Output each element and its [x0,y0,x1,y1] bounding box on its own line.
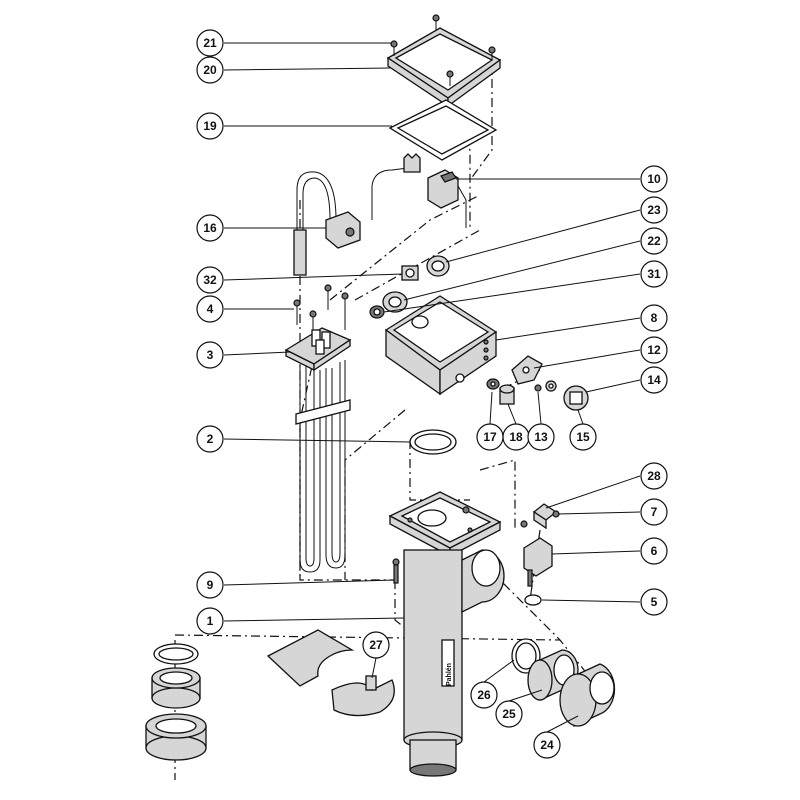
union-tailpiece [527,649,579,702]
svg-text:6: 6 [651,544,658,558]
callout: 9 [196,571,224,599]
flow-switch-seal [524,594,542,606]
flow-switch-screw [520,510,560,528]
control-knob [563,385,589,411]
callout: 27 [362,631,390,659]
thermostat-probe [293,171,361,276]
element-screw [293,284,349,330]
cable-gland-nut [426,255,450,277]
svg-text:17: 17 [483,430,497,444]
indicator-lamp [499,384,515,405]
union-nut [559,663,616,728]
callout: 2 [196,425,224,453]
drain-screw [392,558,400,584]
callout: 32 [196,266,224,294]
indicator-lamp-ring [486,378,500,390]
svg-text:24: 24 [540,738,554,752]
svg-text:28: 28 [647,469,661,483]
callout: 21 [196,29,224,57]
callout: 4 [196,295,224,323]
cable-gland-seal [369,305,385,319]
washer [545,380,557,392]
mounting-bracket [266,629,395,717]
svg-text:27: 27 [369,638,383,652]
svg-text:3: 3 [207,348,214,362]
callout: 6 [640,537,668,565]
callout: 17 [476,423,504,451]
callout: 14 [640,366,668,394]
svg-text:31: 31 [647,267,661,281]
svg-text:8: 8 [651,311,658,325]
heating-element [284,327,352,573]
callout: 1 [196,607,224,635]
svg-text:14: 14 [647,373,661,387]
callout: 12 [640,336,668,364]
svg-text:23: 23 [647,203,661,217]
svg-text:7: 7 [651,505,658,519]
callout: 18 [502,423,530,451]
terminal-box [384,295,498,396]
callout: 10 [640,165,668,193]
svg-text:15: 15 [576,430,590,444]
svg-text:2: 2 [207,432,214,446]
left-union-o-ring [153,643,199,665]
callout: 5 [640,588,668,616]
left-union-tailpiece [151,667,201,709]
switch-screw [534,384,542,392]
left-union-nut [145,713,207,761]
brand-label: Pahlén [446,663,453,686]
svg-text:1: 1 [207,614,214,628]
callout: 8 [640,304,668,332]
svg-text:12: 12 [647,343,661,357]
lid-screw [390,14,496,86]
flow-switch [523,537,553,587]
svg-text:5: 5 [651,595,658,609]
lid-gasket [388,99,498,161]
svg-text:32: 32 [203,273,217,287]
callout: 23 [640,196,668,224]
o-ring [409,429,457,455]
callout: 20 [196,56,224,84]
control-thermostat [371,153,467,228]
leader-lines [223,42,641,733]
callout: 13 [527,423,555,451]
lid-cover [386,27,502,108]
cable-gland [382,291,408,313]
callout: 26 [470,681,498,709]
svg-text:25: 25 [502,707,516,721]
callout: 15 [569,423,597,451]
svg-text:19: 19 [203,119,217,133]
svg-text:22: 22 [647,234,661,248]
svg-text:20: 20 [203,63,217,77]
svg-text:4: 4 [207,302,214,316]
svg-text:10: 10 [647,172,661,186]
callout: 16 [196,214,224,242]
svg-text:16: 16 [203,221,217,235]
mounting-plate [511,355,543,385]
callout: 28 [640,462,668,490]
small-gland [401,265,419,281]
callout: 31 [640,260,668,288]
svg-text:21: 21 [203,36,217,50]
callout: 3 [196,341,224,369]
svg-text:26: 26 [477,688,491,702]
svg-text:9: 9 [207,578,214,592]
heater-body: Pahlén [388,491,505,777]
callout: 25 [495,700,523,728]
callout: 22 [640,227,668,255]
svg-text:18: 18 [509,430,523,444]
callout: 7 [640,498,668,526]
callout: 24 [533,731,561,759]
flow-switch-cover [532,503,558,530]
callout: 19 [196,112,224,140]
svg-text:13: 13 [534,430,548,444]
